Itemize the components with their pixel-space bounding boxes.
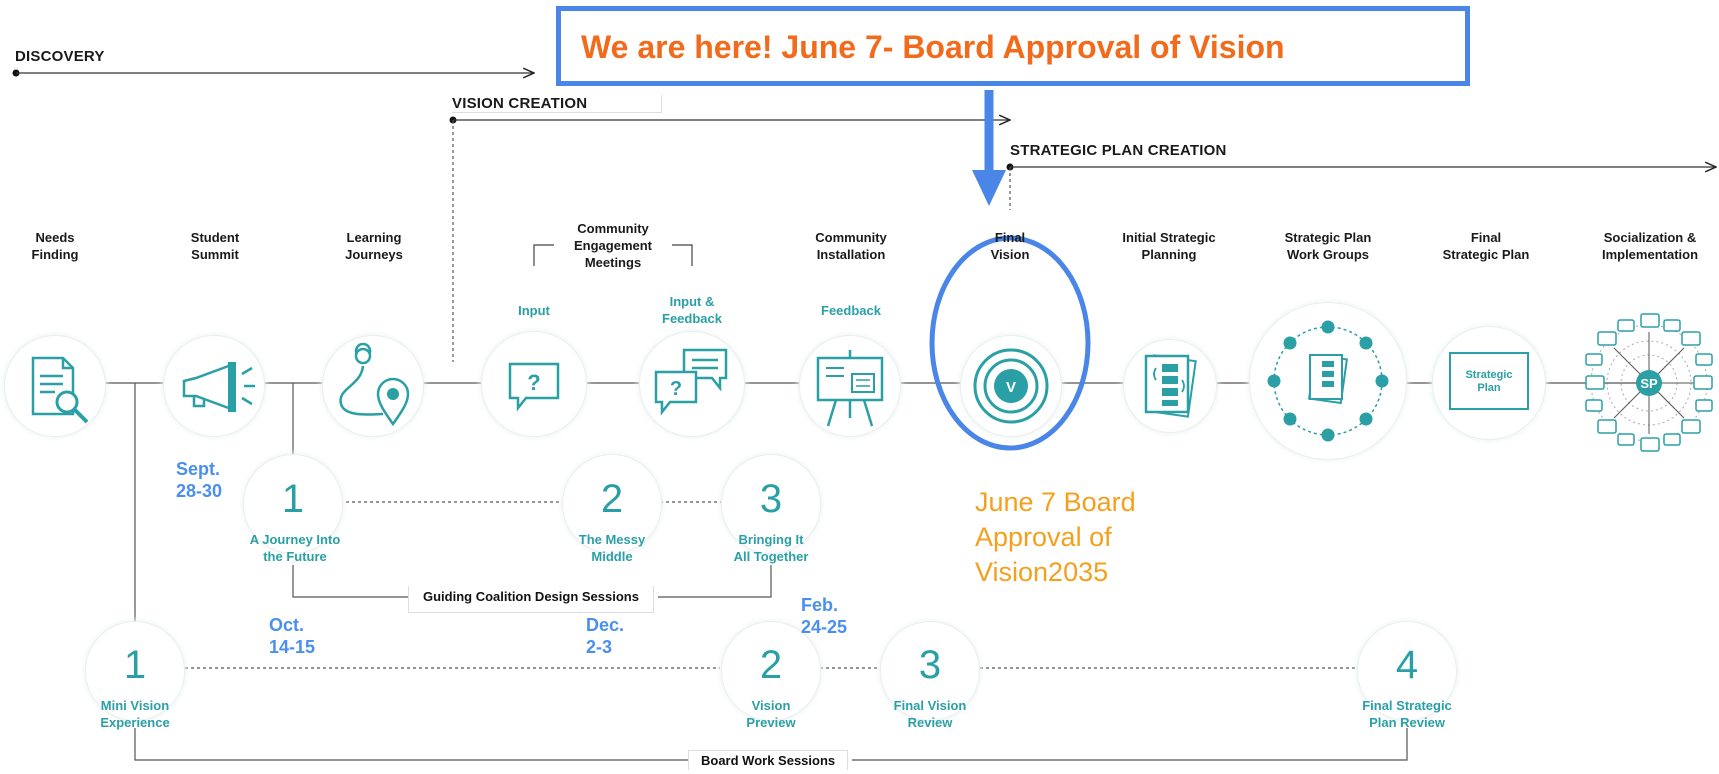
sub-label-feedback: Feedback (821, 303, 881, 318)
easel-icon (800, 336, 900, 436)
coalition-sessions-label: Guiding Coalition Design Sessions (408, 586, 654, 613)
radiating-bubbles-icon: SP (1584, 310, 1714, 456)
coalition-session-2-number: 2 (600, 477, 624, 521)
date-sept: Sept.28-30 (176, 459, 223, 501)
coalition-session-3-number: 3 (759, 477, 783, 521)
board-session-2-circle (722, 622, 820, 720)
chat-bubbles-icon: ? (640, 332, 744, 436)
phase-strategic-plan-creation: STRATEGIC PLAN CREATION (1010, 142, 1227, 159)
june7-annotation: June 7 Board Approval of Vision2035 (975, 487, 1136, 587)
coalition-session-1-number: 1 (281, 477, 305, 521)
coalition-session-2-circle (563, 455, 661, 553)
stage-label-socialization: Socialization &Implementation (1601, 230, 1699, 262)
board-session-2-number: 2 (759, 643, 783, 687)
date-feb: Feb.24-25 (801, 595, 848, 637)
highlight-ellipse (929, 235, 1091, 451)
svg-text:V: V (1006, 379, 1016, 396)
coalition-session-3-circle (722, 455, 820, 553)
board-session-4-circle (1358, 622, 1456, 720)
svg-text:SP: SP (1640, 376, 1658, 391)
svg-text:?: ? (670, 378, 682, 400)
phase-discovery: DISCOVERY (15, 48, 105, 65)
date-dec: Dec.2-3 (586, 615, 625, 657)
phase-vision-creation: VISION CREATION (452, 95, 663, 113)
sub-label-input-feedback: Input &Feedback (662, 294, 722, 326)
date-oct: Oct.14-15 (269, 615, 316, 657)
question-bubble-icon: ? (482, 332, 586, 436)
board-session-3-circle (881, 622, 979, 720)
work-group-circle-icon (1250, 303, 1406, 459)
we-are-here-banner: We are here! June 7- Board Approval of V… (556, 6, 1470, 86)
vision-target-icon: V (961, 336, 1061, 436)
banner-text: We are here! June 7- Board Approval of V… (581, 29, 1285, 65)
magnifier-document-icon (5, 336, 105, 436)
svg-text:?: ? (527, 370, 540, 395)
megaphone-icon (164, 336, 264, 436)
board-session-4-number: 4 (1395, 643, 1419, 687)
map-pin-path-icon (323, 336, 423, 436)
board-session-1-number: 1 (123, 643, 147, 687)
pointer-arrow-head (972, 170, 1006, 206)
document-stack-icon (1124, 340, 1216, 432)
board-session-3-number: 3 (918, 643, 942, 687)
sub-label-input: Input (518, 303, 550, 318)
coalition-session-1-circle (244, 455, 342, 553)
board-sessions-label: Board Work Sessions (688, 750, 849, 770)
board-session-1-circle (86, 622, 184, 720)
